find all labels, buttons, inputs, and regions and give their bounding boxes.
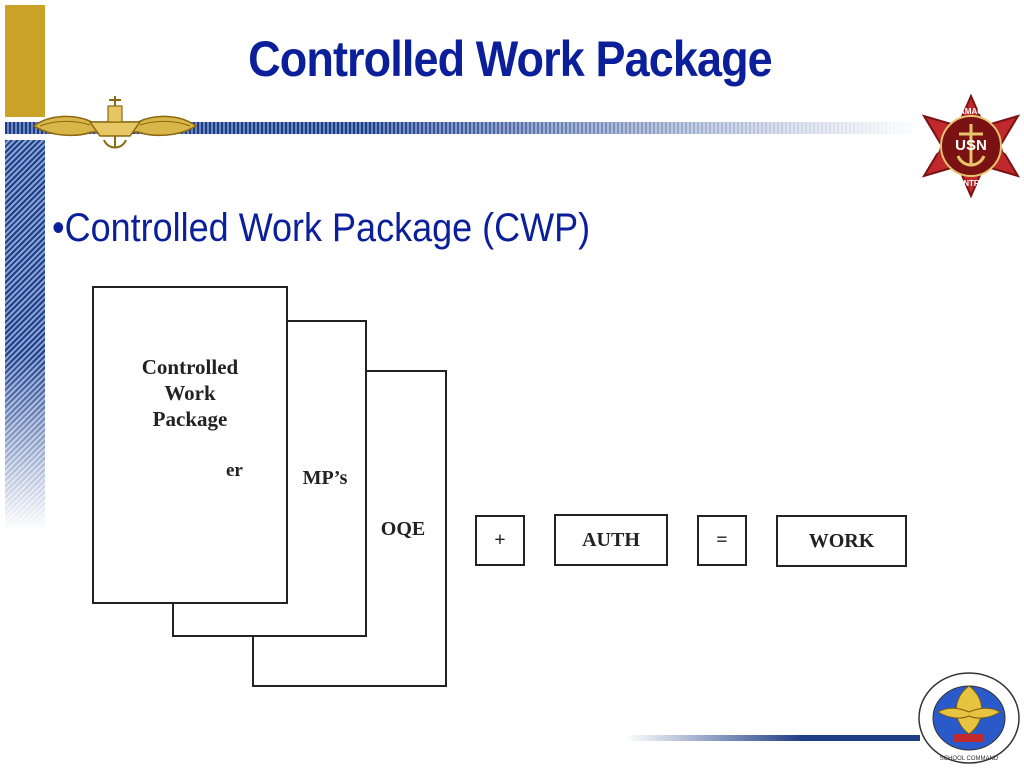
work-box: WORK — [776, 515, 907, 567]
middle-sheet-label: MP’s — [302, 467, 348, 489]
school-command-seal-icon: SCHOOL COMMAND — [918, 672, 1020, 764]
header-rule — [5, 122, 920, 134]
front-sheet-line-2: Work — [164, 381, 216, 405]
seal-caption: SCHOOL COMMAND — [940, 756, 999, 762]
front-sheet-label: Controlled Work Package — [110, 354, 270, 432]
emblem-bottom-text: CONTROL — [951, 179, 991, 188]
slide-title: Controlled Work Package — [248, 31, 773, 87]
emblem-top-text: DAMAGE — [953, 107, 989, 116]
auth-box: AUTH — [554, 514, 668, 566]
front-sheet — [92, 286, 288, 604]
bullet-point: •Controlled Work Package (CWP) — [52, 206, 591, 250]
footer-rule — [625, 735, 920, 741]
emblem-center-letters: USN — [955, 137, 987, 154]
plus-box: + — [475, 515, 525, 566]
front-sheet-partial-text: er — [226, 460, 243, 481]
gold-accent-bar — [5, 5, 45, 117]
damage-control-emblem-icon: USN D C DAMAGE CONTROL — [921, 94, 1021, 198]
back-sheet-label: OQE — [380, 518, 426, 540]
left-stripe — [5, 140, 45, 530]
warfare-insignia-icon — [32, 96, 198, 149]
front-sheet-line-3: Package — [152, 407, 228, 431]
equals-box: = — [697, 515, 747, 566]
emblem-right-letter: C — [1002, 138, 1015, 158]
front-sheet-line-1: Controlled — [141, 355, 239, 379]
emblem-left-letter: D — [928, 138, 941, 158]
